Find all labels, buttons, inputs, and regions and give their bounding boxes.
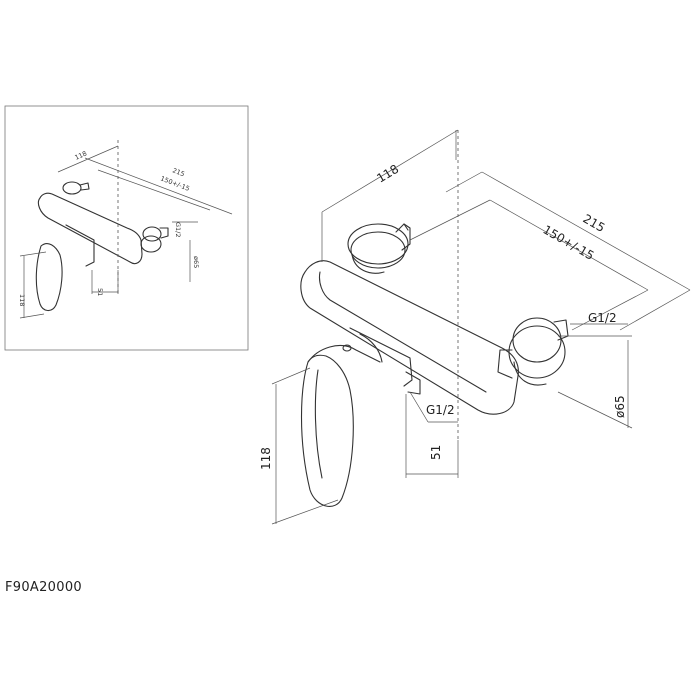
thumb-dim-outlet: 51: [96, 288, 104, 296]
thumb-dim-depth: 215: [171, 166, 185, 178]
thumb-dim-height: 118: [18, 294, 26, 306]
thumbnail-frame: [4, 105, 249, 351]
dim-outlet-offset-label: 51: [429, 445, 443, 460]
lever-handle: [300, 344, 381, 507]
dim-height-label: 118: [259, 447, 273, 470]
valve-body: [300, 260, 519, 415]
thumb-dim-offset: 150+/-15: [159, 174, 191, 192]
left-wall-rosette: [347, 223, 411, 274]
dim-rosette-label: ø65: [613, 395, 627, 418]
dim-depth-label: 215: [581, 211, 608, 235]
main-view: 118 215 150+/-15 G1/2 ø65 G1/2 51 118: [259, 129, 691, 525]
dim-width-label: 118: [374, 162, 401, 186]
thumb-dim-inlet: G1/2: [174, 222, 182, 238]
dim-outlet-thread-label: G1/2: [426, 403, 455, 417]
product-code: F90A20000: [5, 580, 82, 595]
dim-offset-label: 150+/-15: [541, 222, 597, 262]
thumb-dim-rosette: ø65: [192, 256, 200, 268]
thumbnail-view: 118 215 150+/-15 G1/2 ø65 118 51: [4, 105, 249, 351]
dim-inlet-label: G1/2: [588, 311, 617, 325]
